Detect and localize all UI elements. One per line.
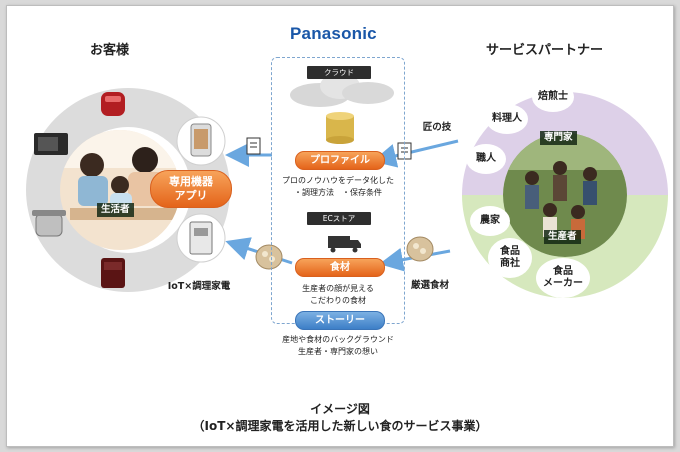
pressure-cooker-icon [32, 210, 66, 237]
grain-bowl-icon-left [255, 244, 283, 270]
iot-label: IoT×調理家電 [167, 281, 231, 292]
smartphone-icon [176, 116, 226, 166]
partner-farmer: 農家 [470, 206, 510, 236]
cloud-icon [290, 73, 394, 107]
story-desc-1: 産地や食材のバックグラウンド [282, 335, 394, 344]
app-label-2: アプリ [174, 189, 208, 202]
partner-roaster: 焙煎士 [532, 82, 574, 112]
app-pill: 専用機器 アプリ [150, 170, 232, 208]
partner-chef: 料理人 [486, 104, 528, 134]
food-label: 食材 [295, 258, 385, 277]
food-desc-2: こだわりの食材 [310, 296, 366, 305]
app-label-1: 専用機器 [169, 175, 213, 188]
document-icon-left [246, 137, 261, 155]
producer-label: 生産者 [544, 230, 581, 244]
appliance-icon [176, 213, 226, 263]
profile-desc-1: プロのノウハウをデータ化した [282, 176, 394, 185]
rice-cooker-icon [101, 92, 125, 116]
partner-manufacturer: 食品 メーカー [536, 258, 590, 298]
food-desc-1: 生産者の顔が見える [302, 284, 374, 293]
expert-label: 専門家 [540, 131, 577, 145]
bread-maker-icon [101, 258, 125, 288]
partner-trading: 食品 商社 [488, 238, 532, 278]
profile-label: プロファイル [295, 151, 385, 170]
consumer-label: 生活者 [97, 203, 134, 217]
cloud-label: クラウド [307, 66, 371, 79]
selected-food-label: 厳選食材 [410, 280, 449, 291]
partner-artisan: 職人 [466, 144, 506, 174]
partner-title: サービスパートナー [486, 43, 604, 58]
truck-icon [328, 236, 361, 253]
database-icon [326, 112, 354, 144]
profile-desc-2: ・調理方法 ・保存条件 [294, 188, 382, 197]
story-label: ストーリー [295, 311, 385, 330]
customer-title: お客様 [90, 43, 130, 58]
caption-title: イメージ図 [310, 402, 370, 416]
caption-subtitle: （IoT×調理家電を活用した新しい食のサービス事業） [192, 419, 488, 433]
ec-label: ECストア [307, 212, 371, 225]
story-desc-2: 生産者・専門家の想い [298, 347, 378, 356]
microwave-icon [34, 133, 68, 155]
takumi-label: 匠の技 [422, 122, 452, 133]
brand-logo: Panasonic [290, 24, 377, 43]
grain-bowl-icon-right [406, 236, 434, 262]
